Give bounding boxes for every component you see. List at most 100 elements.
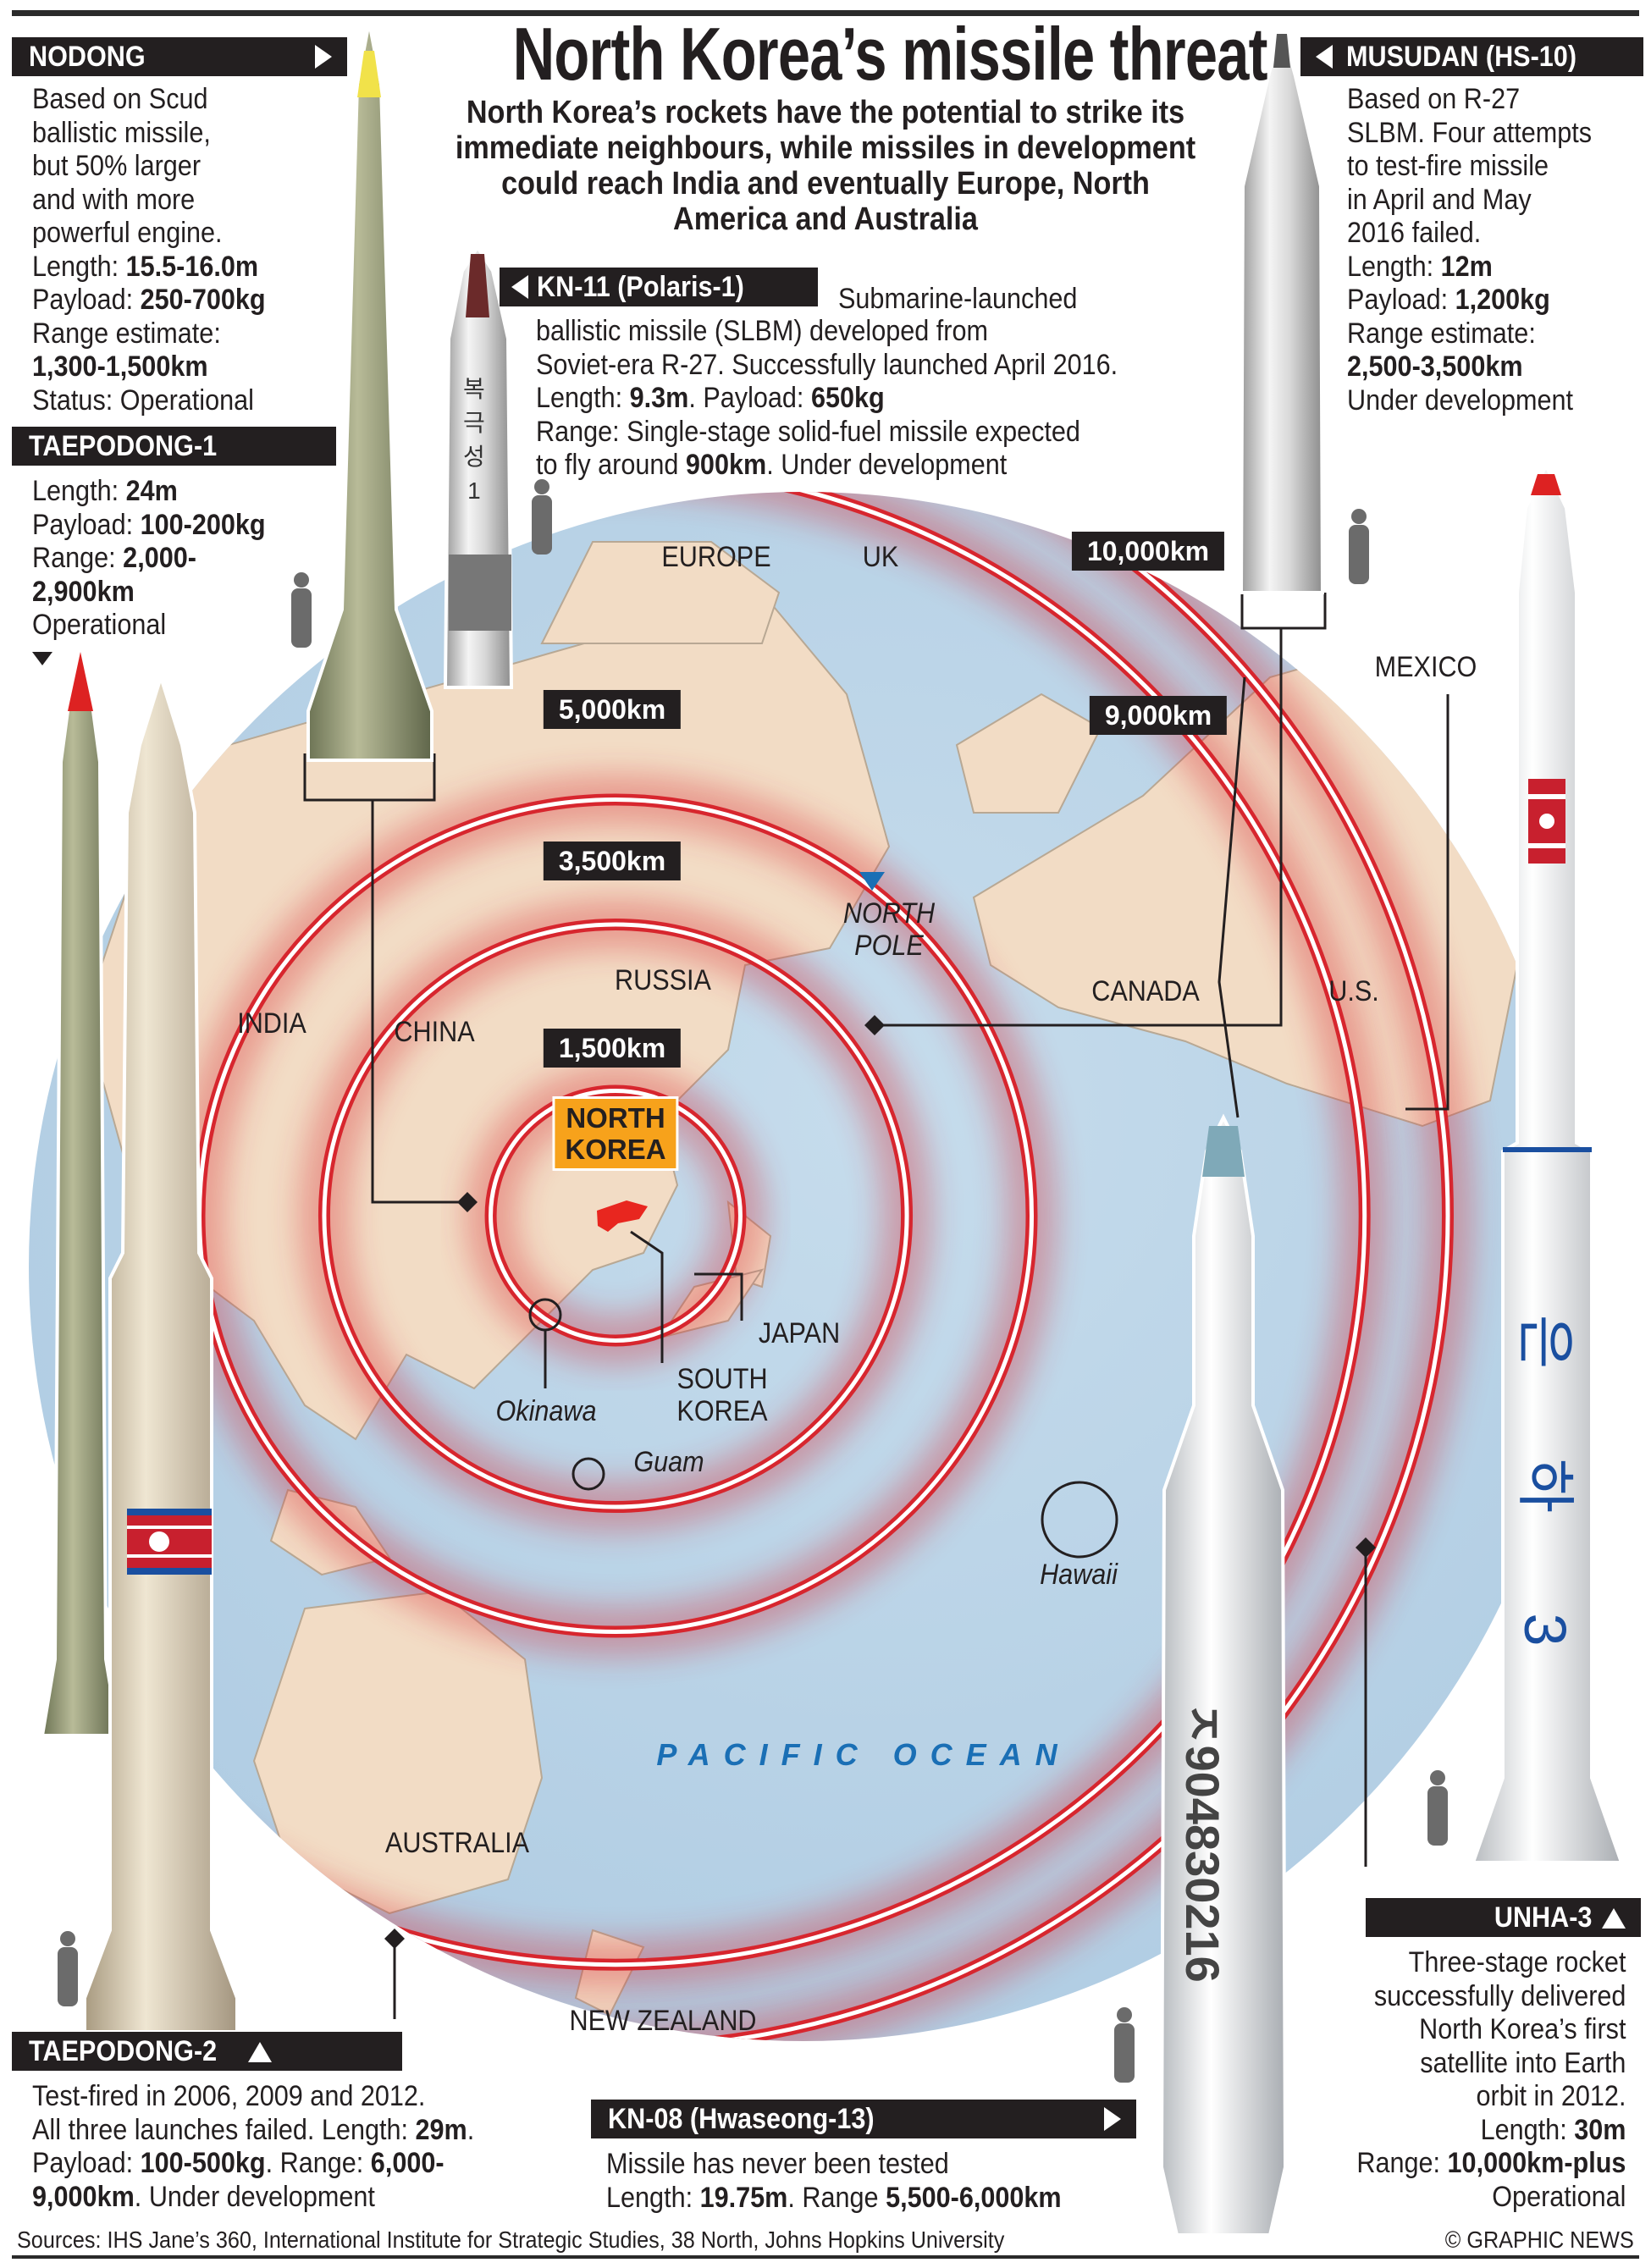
unha3-status: Operational bbox=[1491, 2180, 1626, 2213]
text-line: 2016 failed. bbox=[1347, 217, 1482, 249]
hangul-char: 극 bbox=[463, 410, 485, 436]
musudan-description: Based on R-27 SLBM. Four attempts to tes… bbox=[1347, 83, 1592, 417]
nodong-status: Status: Operational bbox=[32, 384, 254, 417]
label-okinawa: Okinawa bbox=[495, 1395, 597, 1427]
taepodong2-payload-range: Payload: 100-500kg. Range: 6,000- bbox=[32, 2147, 444, 2179]
taepodong2-length: All three launches failed. Length: 29m. bbox=[32, 2113, 475, 2146]
kn11-specs: Length: 9.3m. Payload: 650kg bbox=[536, 382, 885, 414]
range-label-3500: 3,500km bbox=[543, 842, 682, 880]
label-russia: RUSSIA bbox=[615, 964, 711, 996]
text-line: Soviet-era R-27. Successfully launched A… bbox=[536, 348, 1118, 381]
text-line: and with more bbox=[32, 183, 196, 216]
leader-lines bbox=[303, 593, 1449, 2019]
label-uk: UK bbox=[862, 541, 899, 573]
kn11-line1: Submarine-launched bbox=[838, 283, 1078, 315]
text-line: in April and May bbox=[1347, 183, 1532, 216]
text-line: Based on Scud bbox=[32, 83, 208, 115]
arrow-right-icon bbox=[315, 45, 332, 69]
taepodong1-range-cont: 2,900km bbox=[32, 575, 135, 608]
kn11-description: ballistic missile (SLBM) developed from … bbox=[536, 315, 1118, 483]
label-europe: EUROPE bbox=[661, 541, 771, 573]
text-line: powerful engine. bbox=[32, 217, 223, 249]
taepodong2-range-status: 9,000km. Under development bbox=[32, 2180, 375, 2213]
hangul-char: 3 bbox=[1512, 1613, 1578, 1647]
range-ring-1500 bbox=[489, 1089, 743, 1343]
hawaii-marker bbox=[1041, 1481, 1118, 1559]
musudan-payload: Payload: 1,200kg bbox=[1347, 284, 1550, 316]
text-line: ballistic missile, bbox=[32, 116, 211, 149]
taepodong1-rocket bbox=[40, 651, 121, 1737]
text-line: but 50% larger bbox=[32, 150, 202, 182]
top-rule bbox=[12, 10, 1639, 16]
text-line: Test-fired in 2006, 2009 and 2012. bbox=[32, 2080, 426, 2112]
kn11-rocket bbox=[443, 244, 514, 689]
taepodong2-header: TAEPODONG-2 bbox=[12, 2032, 402, 2071]
hangul-char: 하 bbox=[1512, 1458, 1578, 1514]
unha3-header: UNHA-3 bbox=[1366, 1898, 1641, 1937]
text-line: Missile has never been tested bbox=[606, 2148, 949, 2180]
text-line: North Korea’s first bbox=[1418, 2013, 1626, 2045]
label-australia: AUSTRALIA bbox=[384, 1827, 530, 1859]
text-line: Range estimate: bbox=[32, 317, 221, 350]
taepodong1-pointer-icon bbox=[32, 652, 52, 665]
bottom-rule bbox=[12, 2255, 1639, 2259]
nodong-payload: Payload: 250-700kg bbox=[32, 284, 266, 316]
text-line: Range estimate: bbox=[1347, 317, 1536, 350]
kn08-rocket bbox=[1159, 1113, 1288, 2237]
taepodong1-title: TAEPODONG-1 bbox=[29, 430, 218, 462]
musudan-status: Under development bbox=[1347, 384, 1574, 417]
hangul-char: 성 bbox=[463, 444, 485, 470]
taepodong2-description: Test-fired in 2006, 2009 and 2012. All t… bbox=[32, 2080, 474, 2214]
range-label-10000: 10,000km bbox=[1071, 532, 1225, 571]
label-china: CHINA bbox=[394, 1016, 475, 1048]
label-japan: JAPAN bbox=[758, 1317, 841, 1349]
arrow-up-icon bbox=[247, 2042, 272, 2062]
subtitle: North Korea’s rockets have the potential… bbox=[455, 95, 1196, 237]
taepodong1-payload: Payload: 100-200kg bbox=[32, 508, 266, 541]
unha3-length: Length: 30m bbox=[1480, 2113, 1626, 2146]
arrow-up-icon bbox=[1602, 1908, 1626, 1929]
nodong-length: Length: 15.5-16.0m bbox=[32, 250, 259, 283]
text-line: Based on R-27 bbox=[1347, 83, 1521, 115]
nodong-range: 1,300-1,500km bbox=[32, 350, 208, 383]
range-label-9000: 9,000km bbox=[1089, 696, 1228, 735]
hangul-char: 1 bbox=[467, 477, 481, 504]
hangul-char: 복 bbox=[463, 376, 485, 402]
label-mexico: MEXICO bbox=[1374, 651, 1477, 683]
kn08-title: KN-08 (Hwaseong-13) bbox=[608, 2103, 875, 2135]
text-line: Three-stage rocket bbox=[1408, 1946, 1626, 1978]
guam-marker bbox=[572, 1457, 605, 1491]
kn11-hangul-marking: 복 극 성 1 bbox=[463, 372, 485, 508]
unha3-range: Range: 10,000km-plus bbox=[1356, 2147, 1626, 2179]
nodong-description: Based on Scud ballistic missile, but 50%… bbox=[32, 83, 266, 417]
nodong-title: NODONG bbox=[29, 41, 146, 73]
label-new-zealand: NEW ZEALAND bbox=[569, 2005, 757, 2037]
label-india: INDIA bbox=[237, 1007, 306, 1040]
musudan-header: MUSUDAN (HS-10) bbox=[1300, 37, 1643, 76]
kn08-serial-marking: ㅈ904830216 bbox=[1176, 1702, 1229, 1983]
north-korea-shape bbox=[597, 1200, 648, 1232]
kn11-header: KN-11 (Polaris-1) bbox=[500, 268, 818, 306]
nodong-header: NODONG bbox=[12, 37, 347, 76]
text-line: satellite into Earth bbox=[1419, 2046, 1626, 2079]
taepodong1-range: Range: 2,000- bbox=[32, 542, 196, 574]
range-ring-9000 bbox=[29, 492, 1367, 1967]
musudan-rocket bbox=[1239, 20, 1325, 594]
arrow-right-icon bbox=[1104, 2107, 1121, 2131]
arrow-left-icon bbox=[1316, 45, 1333, 69]
text-line: ballistic missile (SLBM) developed from bbox=[536, 315, 988, 347]
kn08-description: Missile has never been tested Length: 19… bbox=[606, 2148, 1062, 2215]
hangul-char: 은 bbox=[1512, 1314, 1578, 1370]
text-line: Range: Single-stage solid-fuel missile e… bbox=[536, 415, 1080, 448]
kn08-header: KN-08 (Hwaseong-13) bbox=[591, 2100, 1136, 2138]
credit: © GRAPHIC NEWS bbox=[1445, 2227, 1634, 2253]
range-label-1500: 1,500km bbox=[543, 1029, 682, 1068]
label-us: U.S. bbox=[1328, 975, 1379, 1007]
text-line: orbit in 2012. bbox=[1476, 2080, 1626, 2112]
range-rings bbox=[29, 492, 1473, 2041]
taepodong1-description: Length: 24m Payload: 100-200kg Range: 2,… bbox=[32, 475, 266, 643]
kn11-range: to fly around 900km. Under development bbox=[536, 449, 1008, 481]
